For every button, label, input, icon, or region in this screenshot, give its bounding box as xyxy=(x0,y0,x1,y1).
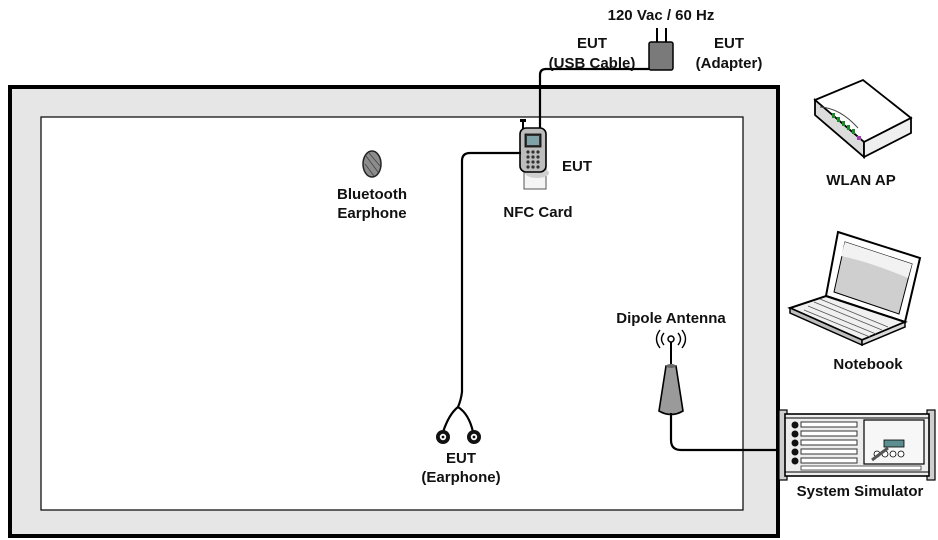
usb-cable-label-2: (USB Cable) xyxy=(549,55,636,72)
earphone-label-1: EUT xyxy=(446,450,476,467)
shielded-chamber xyxy=(8,85,780,538)
power-label: 120 Vac / 60 Hz xyxy=(608,7,715,24)
wired-earphone-icon xyxy=(436,430,481,444)
system-simulator-icon xyxy=(778,409,936,481)
notebook-icon xyxy=(787,230,922,347)
earphone-cable xyxy=(441,151,521,433)
system-simulator-label: System Simulator xyxy=(797,483,924,500)
phone-label: EUT xyxy=(562,158,592,175)
bluetooth-label-1: Bluetooth xyxy=(337,186,407,203)
antenna-label: Dipole Antenna xyxy=(616,310,726,327)
dipole-antenna-icon xyxy=(655,329,687,416)
adapter-icon xyxy=(648,28,674,71)
notebook-label: Notebook xyxy=(833,356,903,373)
adapter-label-2: (Adapter) xyxy=(696,55,763,72)
usb-cable xyxy=(538,67,649,128)
usb-cable-label-1: EUT xyxy=(577,35,607,52)
bluetooth-earphone-icon xyxy=(362,150,382,178)
phone-icon xyxy=(519,119,549,178)
wlan-ap-label: WLAN AP xyxy=(826,172,895,189)
bluetooth-label-2: Earphone xyxy=(337,205,406,222)
earphone-label-2: (Earphone) xyxy=(421,469,500,486)
nfc-card-label: NFC Card xyxy=(503,204,572,221)
rf-cable xyxy=(669,413,784,452)
wlan-ap-icon xyxy=(813,78,913,159)
adapter-label-1: EUT xyxy=(714,35,744,52)
